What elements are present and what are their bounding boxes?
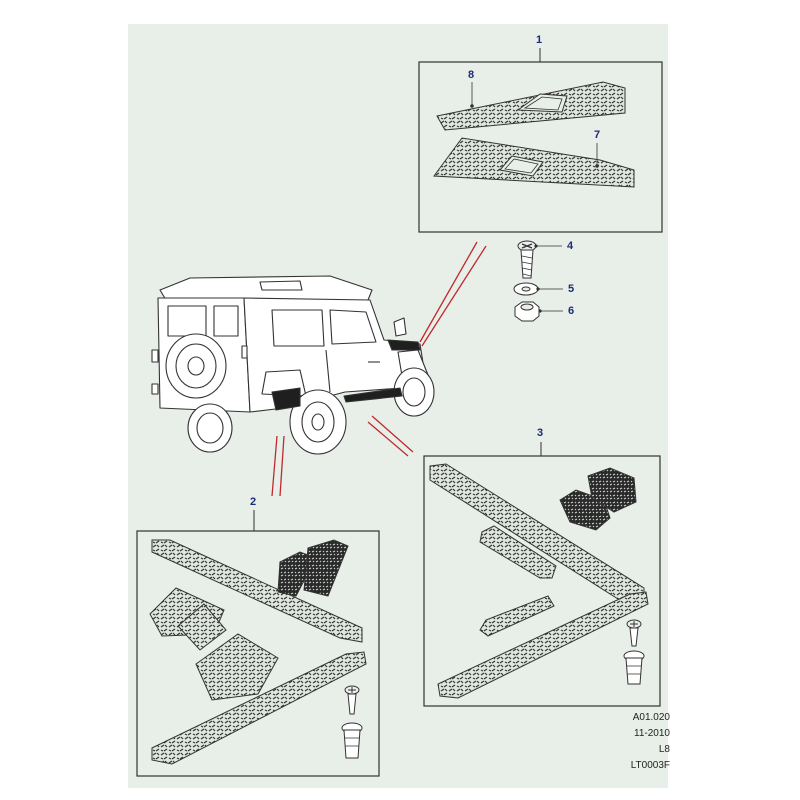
box-2-rear-tread-plate-kit [136,510,380,777]
reference-code: A01.020 [632,712,670,723]
callout-8: 8 [468,69,475,81]
callout-6: 6 [568,305,575,317]
callout-5: 5 [568,283,575,295]
reference-drawing-number: LT0003F [630,760,670,771]
callout-3: 3 [537,427,544,439]
callout-4: 4 [567,240,574,252]
callout-2: 2 [250,496,257,508]
callout-1: 1 [536,34,543,46]
box-3-side-tread-plate-kit [423,442,661,707]
fixings-screw-washer-nut [513,240,563,322]
box-1-wing-top-panels [418,48,663,233]
reference-level: L8 [658,744,670,755]
reference-date: 11-2010 [634,728,670,739]
red-leader-lines [271,241,487,497]
vehicle-illustration [151,275,435,455]
callout-7: 7 [594,129,601,141]
